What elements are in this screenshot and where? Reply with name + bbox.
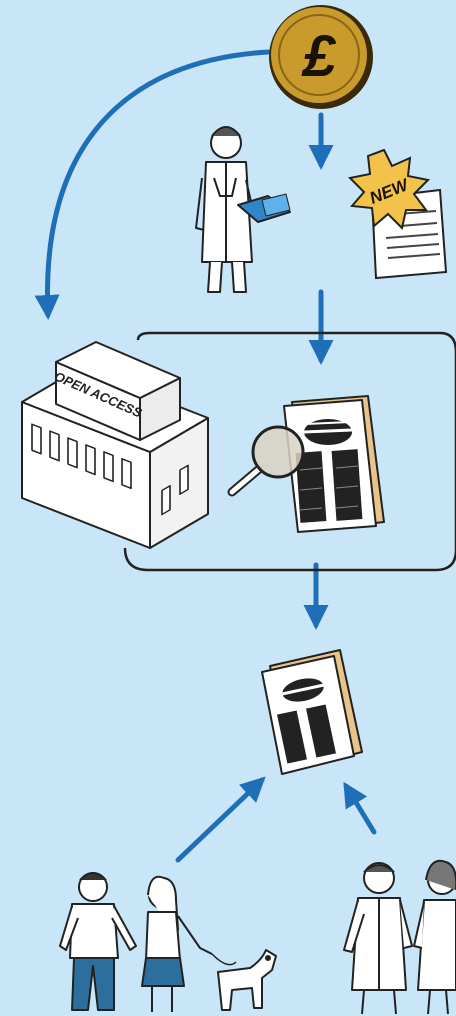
pound-coin-icon: £	[269, 5, 373, 109]
new-paper-icon: NEW	[350, 150, 446, 278]
arrow-public-to-article	[178, 780, 262, 860]
scientists-icon	[344, 861, 456, 1014]
article-document-icon	[262, 650, 362, 774]
currency-symbol: £	[301, 24, 337, 89]
arrow-scientists-to-article	[346, 786, 374, 832]
public-family-with-dog-icon	[60, 873, 276, 1012]
open-access-building-icon: OPEN ACCESS	[22, 342, 208, 548]
researcher-with-laptop-icon	[196, 127, 290, 292]
